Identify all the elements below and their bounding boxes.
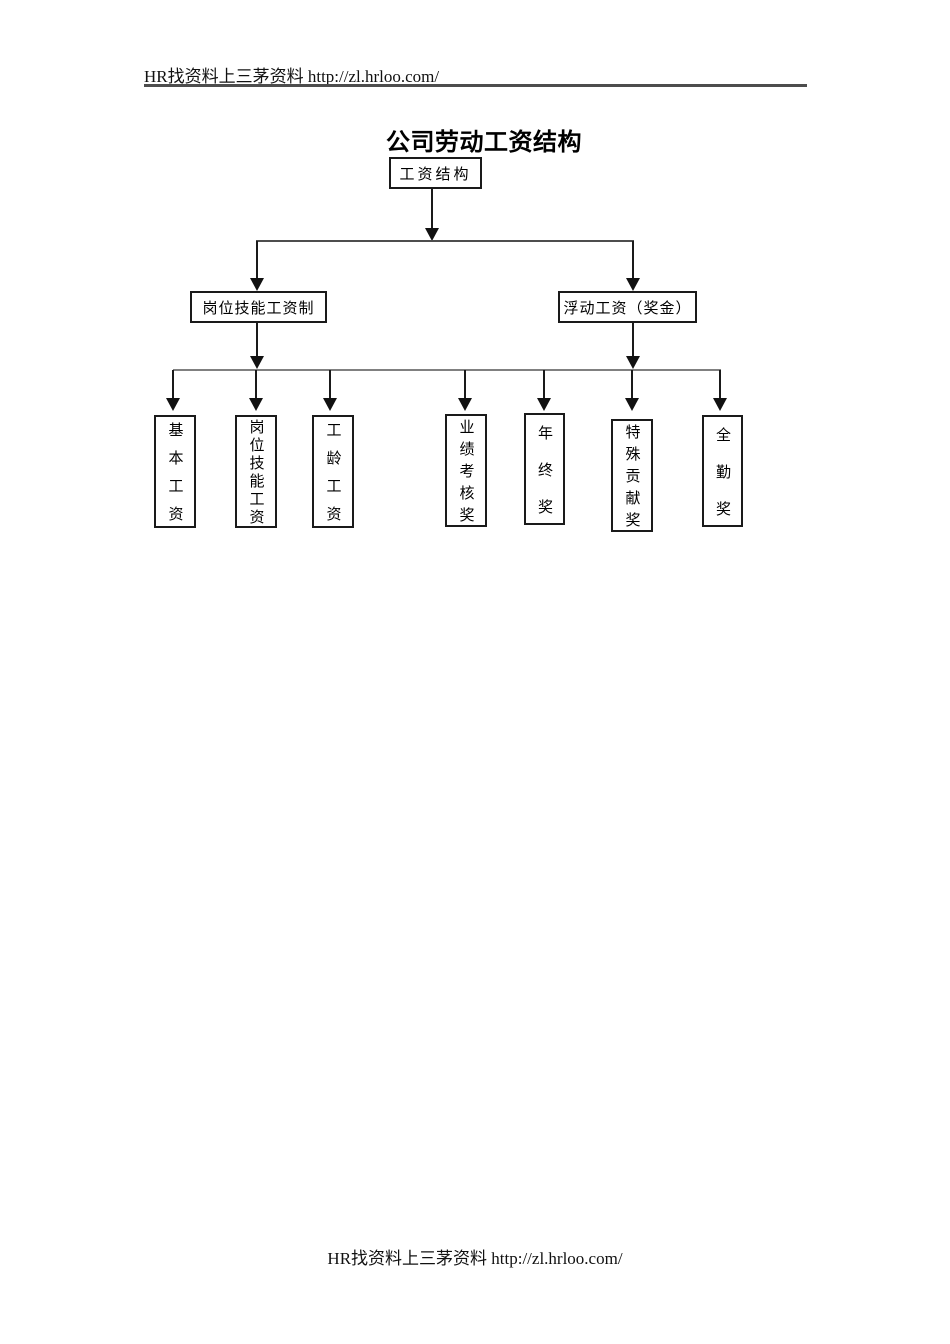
leaf-label: 基本工资: [166, 422, 184, 534]
leaf-label: 岗位技能工资: [247, 419, 265, 527]
diagram-node-leaf-post-skill-wage: 岗位技能工资: [235, 415, 277, 528]
arrowhead-branch2: [626, 278, 640, 291]
arrowhead-leaf5: [537, 398, 551, 411]
arrowhead-branch1: [250, 278, 264, 291]
leaf-label: 工龄工资: [324, 422, 342, 534]
diagram-node-leaf-year-end-bonus: 年终奖: [524, 413, 565, 536]
arrowhead-branch1-out: [250, 356, 264, 369]
connector-leaf2-drop: [255, 370, 257, 398]
diagram-node-leaf-performance-bonus: 业绩考核奖: [445, 414, 487, 529]
connector-branch2-out: [632, 323, 634, 356]
diagram-node-branch2: 浮动工资（奖金）: [558, 291, 697, 323]
connector-leaf5-drop: [543, 370, 545, 398]
diagram-node-branch1-label: 岗位技能工资制: [202, 299, 315, 317]
header-rule: [144, 84, 807, 87]
diagram-node-branch2-label: 浮动工资（奖金）: [563, 299, 692, 317]
connector-branch2-drop: [632, 241, 634, 278]
arrowhead-leaf3: [323, 398, 337, 411]
arrowhead-leaf1: [166, 398, 180, 411]
leaf-label: 年终奖: [536, 424, 553, 536]
diagram-node-root: 工资结构: [389, 157, 482, 189]
connector-root-drop: [431, 189, 433, 228]
diagram-node-root-label: 工资结构: [399, 165, 472, 183]
diagram-node-leaf-full-attendance-bonus: 全勤奖: [702, 415, 743, 538]
connector-level2-rail: [173, 369, 721, 371]
arrowhead-root: [425, 228, 439, 241]
arrowhead-leaf4: [458, 398, 472, 411]
diagram-node-leaf-special-contribution-bonus: 特殊贡献奖: [611, 419, 653, 534]
connector-branch1-drop: [256, 241, 258, 278]
page-title: 公司劳动工资结构: [386, 129, 582, 156]
diagram-node-leaf-basic-wage: 基本工资: [154, 415, 196, 534]
diagram-node-branch1: 岗位技能工资制: [190, 291, 327, 323]
footer-text: HR找资料上三茅资料 http://zl.hrloo.com/: [327, 1249, 623, 1268]
connector-leaf7-drop: [719, 370, 721, 398]
connector-leaf4-drop: [464, 370, 466, 398]
connector-leaf1-drop: [172, 370, 174, 398]
header-text: HR找资料上三茅资料 http://zl.hrloo.com/: [144, 67, 440, 86]
arrowhead-leaf6: [625, 398, 639, 411]
connector-branch1-out: [256, 323, 258, 356]
leaf-label: 特殊贡献奖: [623, 424, 641, 534]
leaf-label: 业绩考核奖: [457, 419, 475, 529]
diagram-node-leaf-seniority-wage: 工龄工资: [312, 415, 354, 534]
arrowhead-leaf2: [249, 398, 263, 411]
connector-leaf6-drop: [631, 370, 633, 398]
connector-level1-rail: [256, 240, 634, 242]
leaf-label: 全勤奖: [714, 426, 731, 538]
arrowhead-branch2-out: [626, 356, 640, 369]
connector-leaf3-drop: [329, 370, 331, 398]
arrowhead-leaf7: [713, 398, 727, 411]
